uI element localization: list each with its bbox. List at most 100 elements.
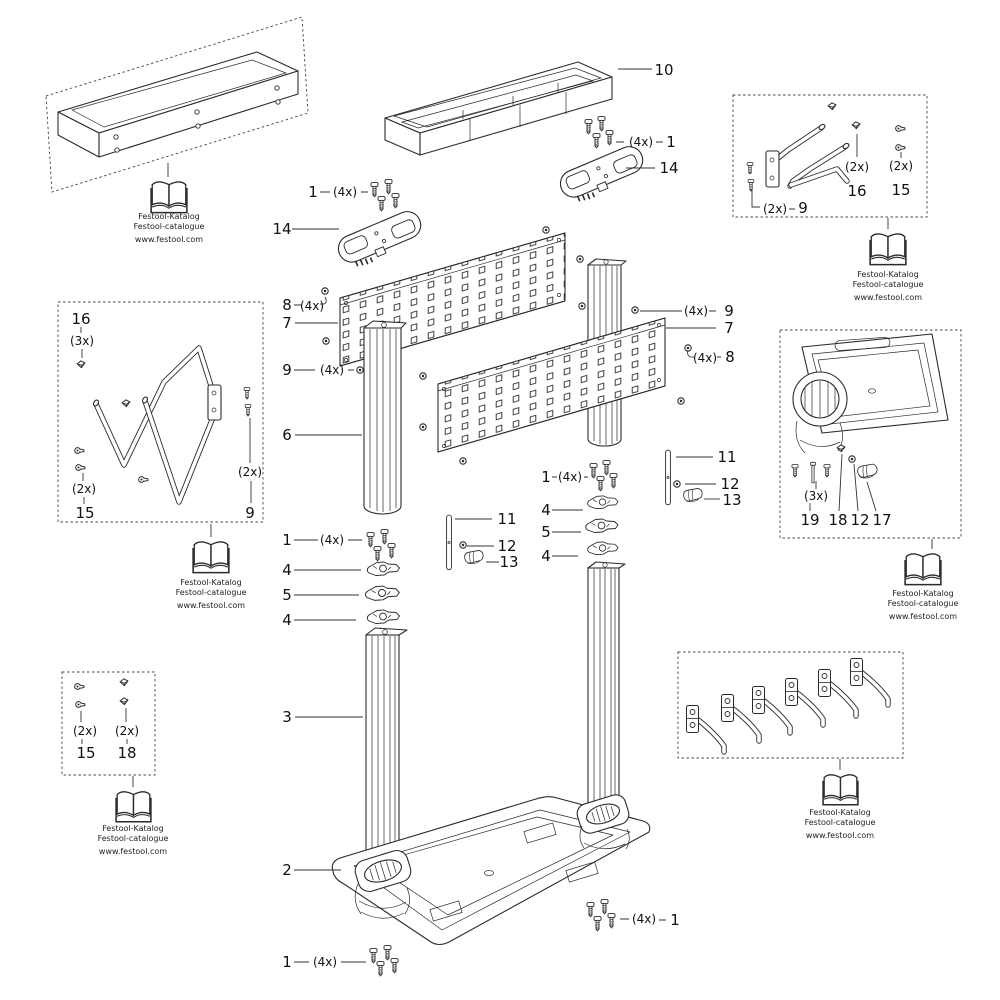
callout-part-14-left: 14 bbox=[272, 220, 292, 238]
catalog-line2: Festool-catalogue bbox=[133, 221, 205, 231]
part-7-pegboard-front bbox=[437, 317, 666, 453]
catalog-url: www.festool.com bbox=[805, 831, 875, 840]
callout-part-19-box-rm: 19 bbox=[800, 511, 820, 529]
catalog-line1: Festool-Katalog bbox=[857, 270, 919, 279]
callout-part-4-left-a: 4 bbox=[282, 561, 292, 579]
callout-part-4-left-b: 4 bbox=[282, 611, 292, 629]
accessory-caps-clips bbox=[74, 678, 129, 708]
callout-leader-lines bbox=[80, 68, 933, 963]
catalog-caption-bottom-right: Festool-Katalog Festool-catalogue www.fe… bbox=[805, 808, 876, 841]
catalog-url: www.festool.com bbox=[98, 847, 168, 856]
callout-part-7-right: 7 bbox=[724, 319, 734, 337]
catalog-caption-top-left: Festool-Katalog Festool-catalogue www.fe… bbox=[134, 212, 205, 245]
callout-qty-4x-base-left: (4x) bbox=[312, 955, 338, 969]
callout-part-1-base-right: 1 bbox=[670, 911, 680, 929]
callout-part-1-left-stack: 1 bbox=[282, 531, 292, 549]
callout-part-6: 6 bbox=[282, 426, 292, 444]
accessory-tool-tray bbox=[791, 333, 949, 484]
callout-qty-2x-part-15-box-tr: (2x) bbox=[888, 159, 914, 173]
callout-qty-4x-right-stack: (4x) bbox=[557, 470, 583, 484]
callout-part-7-left: 7 bbox=[282, 314, 292, 332]
part-6-upright-extrusion-left bbox=[363, 320, 407, 515]
callout-qty-4x-top-left-screws: (4x) bbox=[332, 185, 358, 199]
callout-part-16-box-ml: 16 bbox=[71, 310, 91, 328]
callout-part-9-right: 9 bbox=[724, 302, 734, 320]
callout-part-11-right: 11 bbox=[717, 448, 737, 466]
callout-part-5-right: 5 bbox=[541, 523, 551, 541]
callout-part-9-box-tr: 9 bbox=[798, 199, 808, 217]
accessory-hooks-set bbox=[687, 659, 889, 753]
catalog-line2: Festool-catalogue bbox=[804, 817, 876, 827]
accessory-box-borders bbox=[45, 16, 962, 776]
part-10-tray bbox=[384, 61, 613, 156]
callout-part-1-top-right: 1 bbox=[666, 133, 676, 151]
catalog-caption-bottom-left: Festool-Katalog Festool-catalogue www.fe… bbox=[98, 824, 169, 857]
callout-part-4-right-b: 4 bbox=[541, 547, 551, 565]
catalog-line1: Festool-Katalog bbox=[809, 808, 871, 817]
callout-qty-2x-part-18-box-bl: (2x) bbox=[114, 724, 140, 738]
callout-part-2: 2 bbox=[282, 861, 292, 879]
callout-qty-2x-part-16-box-tr: (2x) bbox=[844, 160, 870, 174]
catalog-url: www.festool.com bbox=[888, 612, 958, 621]
catalog-line1: Festool-Katalog bbox=[892, 589, 954, 598]
callout-part-3: 3 bbox=[282, 708, 292, 726]
part-4-5-clamp-stacks bbox=[364, 495, 619, 624]
callout-part-1-top-left: 1 bbox=[308, 183, 318, 201]
callout-part-16-box-tr: 16 bbox=[847, 182, 867, 200]
callout-qty-3x-part-19-box-rm: (3x) bbox=[803, 489, 829, 503]
catalog-line1: Festool-Katalog bbox=[180, 578, 242, 587]
callout-part-15-box-bl: 15 bbox=[76, 744, 96, 762]
callout-qty-4x-top-right-screws: (4x) bbox=[628, 135, 654, 149]
callout-qty-4x-part-9-left: (4x) bbox=[319, 363, 345, 377]
callout-part-9-left: 9 bbox=[282, 361, 292, 379]
callout-qty-4x-part-8-right: (4x) bbox=[692, 351, 718, 365]
callout-part-1-base-left: 1 bbox=[282, 953, 292, 971]
callout-part-12-left: 12 bbox=[497, 537, 517, 555]
callout-part-18-box-rm: 18 bbox=[828, 511, 848, 529]
part-11-12-13-left bbox=[446, 514, 484, 571]
callout-qty-4x-left-stack: (4x) bbox=[319, 533, 345, 547]
part-2-base bbox=[331, 794, 651, 946]
catalog-caption-right-mid: Festool-Katalog Festool-catalogue www.fe… bbox=[888, 589, 959, 622]
accessory-tray-top-left bbox=[57, 51, 299, 158]
callout-part-13-right: 13 bbox=[722, 491, 742, 509]
callout-part-4-right-a: 4 bbox=[541, 501, 551, 519]
callout-qty-2x-part-15-box-ml: (2x) bbox=[71, 482, 97, 496]
accessory-hook-bracket bbox=[746, 102, 906, 192]
callout-part-8-left: 8 bbox=[282, 296, 292, 314]
catalog-line2: Festool-catalogue bbox=[852, 279, 924, 289]
callout-part-1-right-stack: 1 bbox=[541, 468, 551, 486]
catalog-url: www.festool.com bbox=[176, 601, 246, 610]
catalog-line2: Festool-catalogue bbox=[97, 833, 169, 843]
catalog-url: www.festool.com bbox=[853, 293, 923, 302]
callout-part-11-left: 11 bbox=[497, 510, 517, 528]
callout-part-15-box-tr: 15 bbox=[891, 181, 911, 199]
callout-qty-4x-part-9-right: (4x) bbox=[683, 304, 709, 318]
catalog-caption-mid-left: Festool-Katalog Festool-catalogue www.fe… bbox=[176, 578, 247, 611]
part-14-bracket-right bbox=[555, 141, 651, 209]
callout-qty-3x-part-16-box-ml: (3x) bbox=[69, 334, 95, 348]
callout-part-9-box-ml: 9 bbox=[245, 504, 255, 522]
callout-part-17-box-rm: 17 bbox=[872, 511, 892, 529]
callout-qty-2x-part-9-box-tr: (2x) bbox=[762, 202, 788, 216]
callout-part-13-left: 13 bbox=[499, 553, 519, 571]
catalog-line1: Festool-Katalog bbox=[102, 824, 164, 833]
catalog-caption-top-right: Festool-Katalog Festool-catalogue www.fe… bbox=[853, 270, 924, 303]
callout-part-10: 10 bbox=[654, 61, 674, 79]
callout-part-12-box-rm: 12 bbox=[850, 511, 870, 529]
upright-extrusion-lower-right bbox=[587, 561, 626, 809]
catalog-line2: Festool-catalogue bbox=[175, 587, 247, 597]
callout-qty-2x-part-9-box-ml: (2x) bbox=[237, 465, 263, 479]
callout-qty-4x-base-right: (4x) bbox=[631, 912, 657, 926]
callout-part-18-box-bl: 18 bbox=[117, 744, 137, 762]
callout-part-15-box-ml: 15 bbox=[75, 504, 95, 522]
catalog-line1: Festool-Katalog bbox=[138, 212, 200, 221]
part-11-12-13-right bbox=[665, 449, 703, 506]
part-14-bracket-left bbox=[333, 206, 429, 274]
part-3-upright-extrusion-lower-left bbox=[365, 627, 408, 854]
callout-qty-2x-part-15-box-bl: (2x) bbox=[72, 724, 98, 738]
accessory-w-frame bbox=[74, 345, 252, 505]
callout-part-5-left: 5 bbox=[282, 586, 292, 604]
